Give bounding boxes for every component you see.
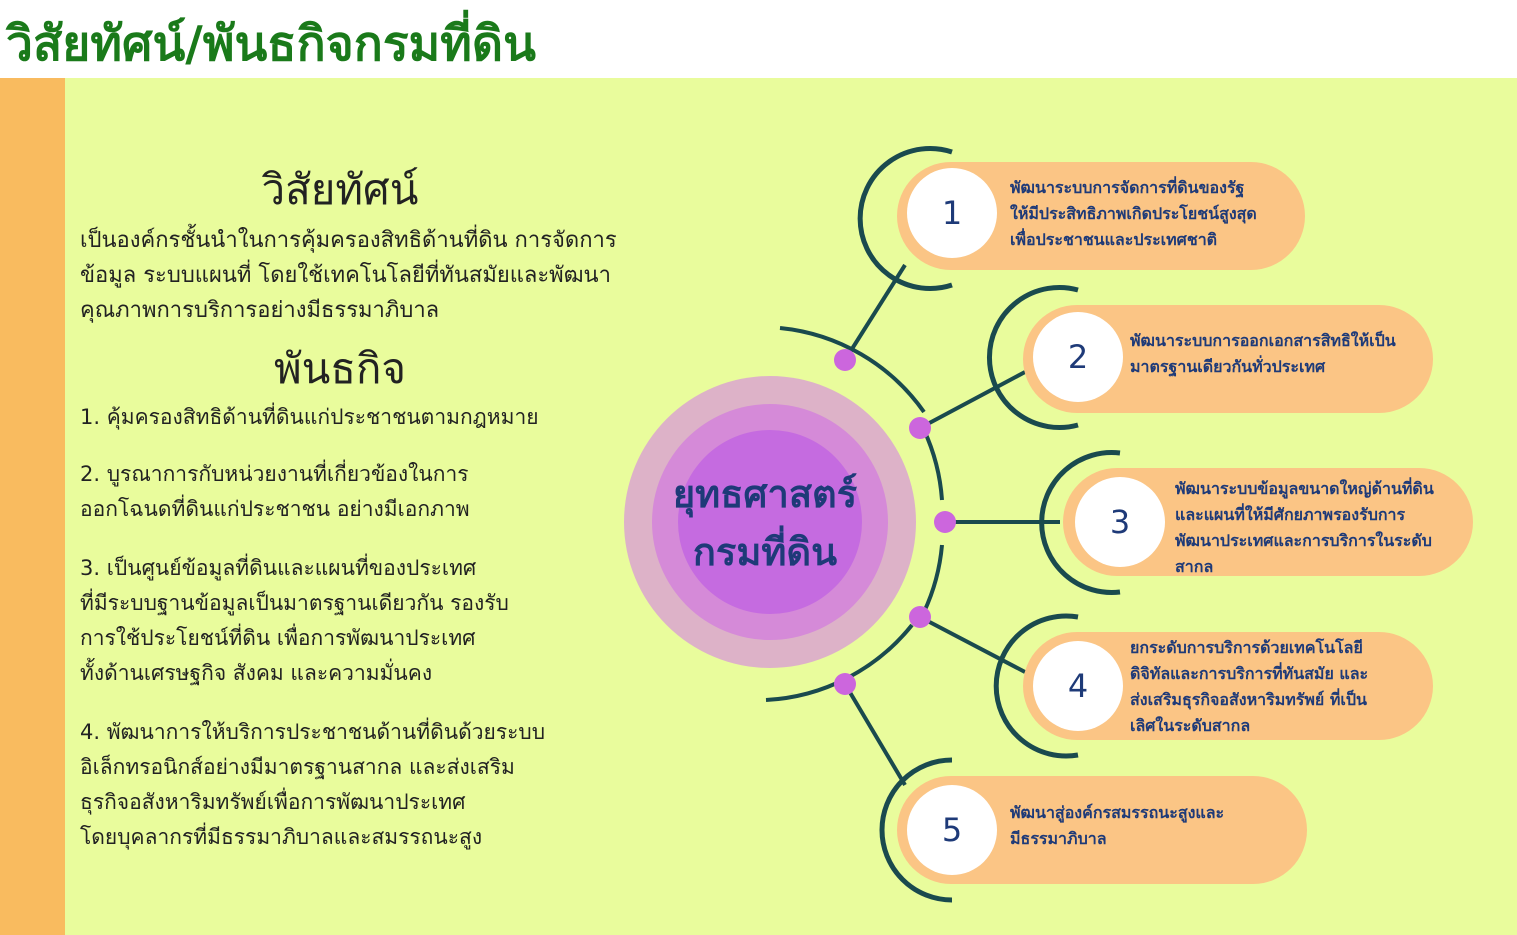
node-line: พัฒนาสู่องค์กรสมรรถนะสูงและ — [1010, 803, 1225, 822]
center-line: กรมที่ดิน — [692, 530, 838, 574]
node-line: พัฒนาระบบการออกเอกสารสิทธิให้เป็น — [1130, 331, 1396, 350]
node-3-text: พัฒนาระบบข้อมูลขนาดใหญ่ด้านที่ดิน และแผน… — [1175, 476, 1470, 580]
page-title: วิสัยทัศน์/พันธกิจกรมที่ดิน — [6, 16, 536, 72]
vision-heading: วิสัยทัศน์ — [261, 165, 419, 214]
left-accent-stripe — [0, 78, 65, 935]
node-3-circle — [1075, 477, 1165, 567]
vision-line: เป็นองค์กรชั้นนำในการคุ้มครองสิทธิด้านที… — [80, 228, 617, 253]
connector-2 — [919, 370, 1026, 430]
vision-mission-block: วิสัยทัศน์ เป็นองค์กรชั้นนำในการคุ้มครอง… — [80, 165, 650, 879]
node-2-text: พัฒนาระบบการออกเอกสารสิทธิให้เป็น มาตรฐา… — [1130, 328, 1430, 380]
arc-lower — [922, 544, 944, 613]
node-4-circle — [1033, 641, 1123, 731]
vision-line: ข้อมูล ระบบแผนที่ โดยใช้เทคโนโลยีที่ทันส… — [80, 263, 611, 288]
mission-line: การใช้ประโยชน์ที่ดิน เพื่อการพัฒนาประเทศ — [80, 626, 476, 650]
mission-line: ที่มีระบบฐานข้อมูลเป็นมาตรฐานเดียวกัน รอ… — [80, 591, 509, 615]
connector-5 — [843, 682, 907, 787]
node-1-text: พัฒนาระบบการจัดการที่ดินของรัฐ ให้มีประส… — [1010, 175, 1300, 253]
node-3-pill — [1063, 468, 1473, 576]
node-line: เลิศในระดับสากล — [1130, 716, 1251, 735]
mission-line: โดยบุคลากรที่มีธรรมาภิบาลและสมรรถนะสูง — [80, 825, 483, 849]
mission-line: ทั้งด้านเศรษฐกิจ สังคม และความมั่นคง — [80, 661, 433, 685]
mission-line: ออกโฉนดที่ดินแก่ประชาชน อย่างมีเอกภาพ — [80, 497, 470, 521]
node-2-pill — [1023, 305, 1433, 413]
mission-item-4: 4. พัฒนาการให้บริการประชาชนด้านที่ดินด้ว… — [80, 715, 640, 855]
node-2-ring — [987, 285, 1079, 430]
mission-item-1: 1. คุ้มครองสิทธิด้านที่ดินแก่ประชาชนตามก… — [80, 400, 640, 435]
mission-line: 4. พัฒนาการให้บริการประชาชนด้านที่ดินด้ว… — [80, 720, 546, 744]
node-1-pill — [897, 162, 1305, 270]
strategy-center-label: ยุทธศาสตร์ กรมที่ดิน — [640, 465, 890, 581]
node-5-text: พัฒนาสู่องค์กรสมรรถนะสูงและ มีธรรมาภิบาล — [1010, 800, 1300, 852]
mission-item-3: 3. เป็นศูนย์ข้อมูลที่ดินและแผนที่ของประเ… — [80, 551, 640, 691]
node-line: พัฒนาระบบข้อมูลขนาดใหญ่ด้านที่ดิน — [1175, 479, 1434, 498]
connector-dot-2 — [909, 417, 931, 439]
connector-dot-4 — [909, 606, 931, 628]
node-5-number: 5 — [941, 811, 963, 849]
node-3-number: 3 — [1109, 503, 1131, 541]
mission-line: 1. คุ้มครองสิทธิด้านที่ดินแก่ประชาชนตามก… — [80, 405, 539, 429]
node-1-ring — [857, 146, 953, 291]
node-line: สากล — [1175, 557, 1214, 576]
arc-upper — [922, 429, 944, 501]
mission-item-2: 2. บูรณาการกับหน่วยงานที่เกี่ยวข้องในการ… — [80, 457, 640, 527]
mission-list: 1. คุ้มครองสิทธิด้านที่ดินแก่ประชาชนตามก… — [80, 400, 650, 855]
node-5-pill — [897, 776, 1307, 884]
node-line: ให้มีประสิทธิภาพเกิดประโยชน์สูงสุด — [1010, 204, 1257, 223]
node-line: พัฒนาประเทศและการบริการในระดับ — [1175, 531, 1432, 550]
node-2-number: 2 — [1067, 338, 1089, 376]
node-4-pill — [1023, 632, 1433, 740]
connector-dot-5 — [834, 673, 856, 695]
connector-dot-1 — [834, 349, 856, 371]
node-1-circle — [907, 168, 997, 258]
node-line: ดิจิทัลและการบริการที่ทันสมัย และ — [1130, 664, 1369, 683]
node-2-circle — [1033, 312, 1123, 402]
mission-line: 2. บูรณาการกับหน่วยงานที่เกี่ยวข้องในการ — [80, 462, 469, 486]
node-5-ring — [879, 757, 953, 903]
connector-4 — [919, 615, 1026, 674]
node-line: เพื่อประชาชนและประเทศชาติ — [1010, 230, 1218, 249]
node-line: ยกระดับการบริการด้วยเทคโนโลยี — [1130, 638, 1363, 657]
vision-text: เป็นองค์กรชั้นนำในการคุ้มครองสิทธิด้านที… — [80, 223, 650, 328]
node-1-number: 1 — [941, 194, 963, 232]
mission-heading: พันธกิจ — [273, 344, 407, 393]
vision-line: คุณภาพการบริการอย่างมีธรรมาภิบาล — [80, 298, 440, 323]
center-line: ยุทธศาสตร์ — [672, 472, 858, 516]
node-line: พัฒนาระบบการจัดการที่ดินของรัฐ — [1010, 178, 1245, 197]
node-line: และแผนที่ให้มีศักยภาพรองรับการ — [1175, 505, 1406, 524]
arc-top — [779, 326, 926, 414]
node-5-circle — [907, 785, 997, 875]
mission-line: ธุรกิจอสังหาริมทรัพย์เพื่อการพัฒนาประเทศ — [80, 790, 466, 814]
mission-line: อิเล็กทรอนิกส์อย่างมีมาตรฐานสากล และส่งเ… — [80, 755, 515, 779]
connector-dot-3 — [934, 511, 956, 533]
node-3-ring — [1039, 450, 1121, 595]
node-line: ส่งเสริมธุรกิจอสังหาริมทรัพย์ ที่เป็น — [1130, 690, 1367, 709]
center-circle-inner — [678, 430, 862, 614]
node-line: มาตรฐานเดียวกันทั่วประเทศ — [1130, 357, 1326, 376]
node-line: มีธรรมาภิบาล — [1010, 829, 1107, 848]
node-4-number: 4 — [1067, 667, 1089, 705]
node-4-text: ยกระดับการบริการด้วยเทคโนโลยี ดิจิทัลและ… — [1130, 635, 1430, 739]
node-4-ring — [993, 613, 1079, 759]
mission-line: 3. เป็นศูนย์ข้อมูลที่ดินและแผนที่ของประเ… — [80, 556, 477, 580]
